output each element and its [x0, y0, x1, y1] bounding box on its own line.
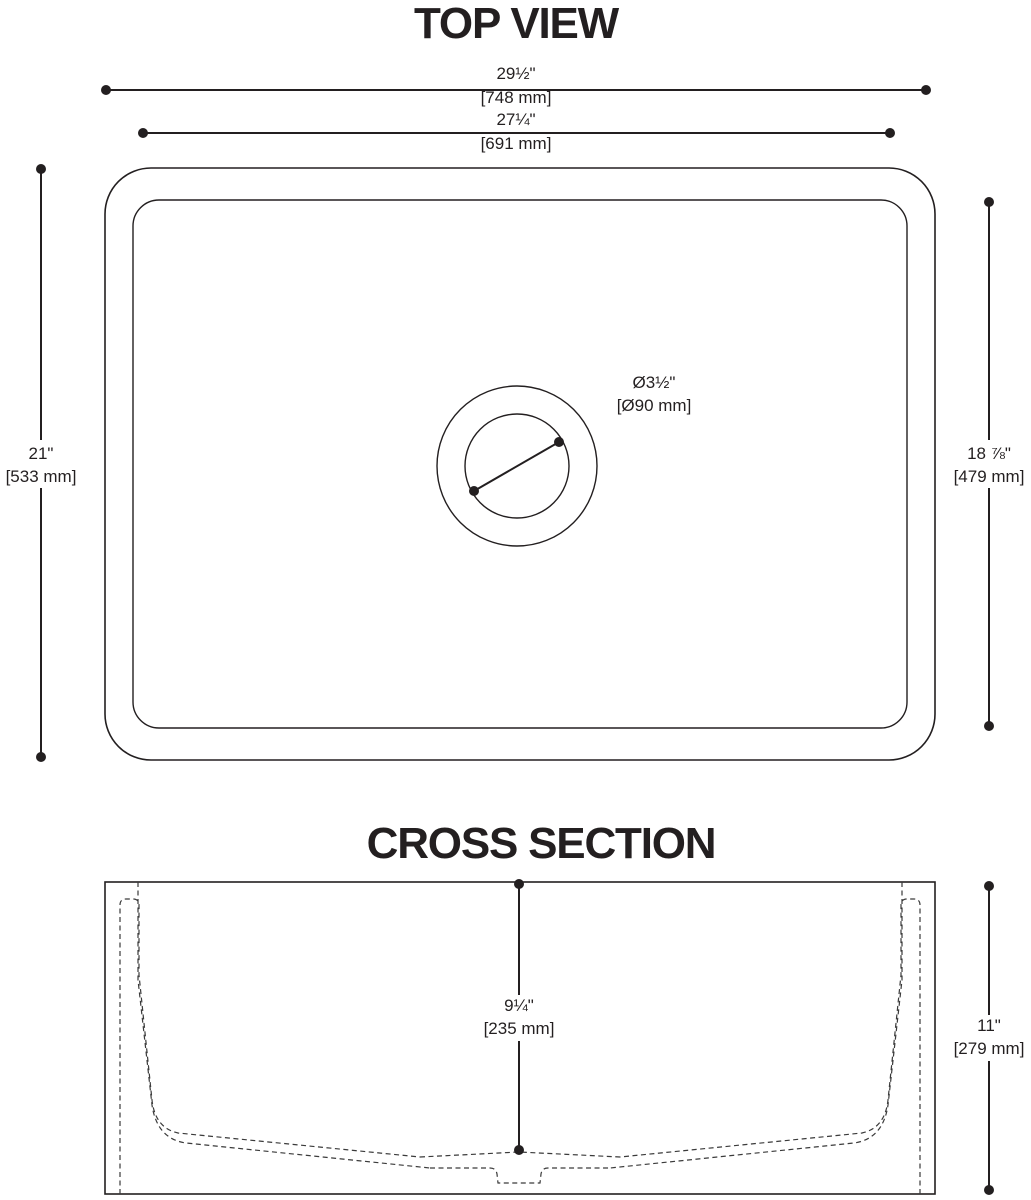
dimension-overall-height: 11" [279 mm]	[946, 881, 1031, 1195]
dimension-label-imperial: 29½"	[496, 64, 535, 83]
drain-diameter-dot-lower-left	[469, 486, 479, 496]
dimension-label-metric: [235 mm]	[484, 1019, 555, 1038]
drain-assembly: Ø3½" [Ø90 mm]	[436, 373, 692, 547]
dimension-label-metric: [691 mm]	[481, 134, 552, 153]
dimension-endpoint-dot-right	[885, 128, 895, 138]
dimension-label-metric: [748 mm]	[481, 88, 552, 107]
drain-outer-circle	[436, 385, 598, 547]
dimension-left-overall-depth: 21" [533 mm]	[2, 164, 80, 762]
drain-diameter-dot-upper-right	[554, 437, 564, 447]
cross-section-title: CROSS SECTION	[367, 819, 716, 868]
drain-recess-hidden-profile	[430, 1167, 610, 1184]
dimension-label-imperial: 21"	[29, 444, 54, 463]
top-view-sink-outline	[104, 167, 936, 761]
dimension-endpoint-dot-right	[921, 85, 931, 95]
dimension-top-inner-width: 27¼" [691 mm]	[138, 110, 895, 153]
top-view-title: TOP VIEW	[414, 0, 620, 48]
dimension-label-backdrop	[946, 440, 1031, 488]
sink-outer-rim-rect	[104, 167, 936, 761]
drain-diameter-line	[473, 441, 560, 492]
right-wall-hidden-profile-outer	[619, 898, 921, 1194]
dimension-endpoint-dot-top	[984, 197, 994, 207]
right-wall-hidden-profile-inner	[609, 882, 903, 1169]
dimension-endpoint-dot-bottom	[36, 752, 46, 762]
dimension-top-overall-width: 29½" [748 mm]	[101, 64, 931, 107]
dimension-endpoint-dot-bottom	[514, 1145, 524, 1155]
left-wall-hidden-profile-inner	[137, 882, 431, 1169]
dimension-endpoint-dot-left	[101, 85, 111, 95]
drain-label-imperial: Ø3½"	[633, 373, 676, 392]
dimension-label-backdrop	[2, 440, 80, 488]
dimension-endpoint-dot-left	[138, 128, 148, 138]
dimension-label-backdrop	[473, 995, 566, 1041]
dimension-label-imperial: 11"	[977, 1016, 1001, 1035]
dimension-label-imperial: 9¼"	[504, 996, 534, 1015]
dimension-label-metric: [479 mm]	[954, 467, 1025, 486]
dimension-right-inner-depth: 18 ⅞" [479 mm]	[946, 197, 1031, 731]
sink-inner-basin-rect	[132, 199, 908, 729]
drain-label-metric: [Ø90 mm]	[617, 396, 692, 415]
dimension-label-metric: [533 mm]	[6, 467, 77, 486]
dimension-endpoint-dot-bottom	[984, 1185, 994, 1195]
dimension-label-imperial: 18 ⅞"	[967, 444, 1011, 463]
dimension-endpoint-dot-bottom	[984, 721, 994, 731]
dimension-label-imperial: 27¼"	[496, 110, 535, 129]
dimension-endpoint-dot-top	[514, 879, 524, 889]
dimension-endpoint-dot-top	[984, 881, 994, 891]
drain-inner-circle	[464, 413, 570, 519]
dimension-label-backdrop	[946, 1015, 1031, 1061]
dimension-endpoint-dot-top	[36, 164, 46, 174]
dimension-basin-depth: 9¼" [235 mm]	[473, 879, 566, 1155]
dimension-label-metric: [279 mm]	[954, 1039, 1025, 1058]
left-wall-hidden-profile-outer	[119, 898, 421, 1194]
